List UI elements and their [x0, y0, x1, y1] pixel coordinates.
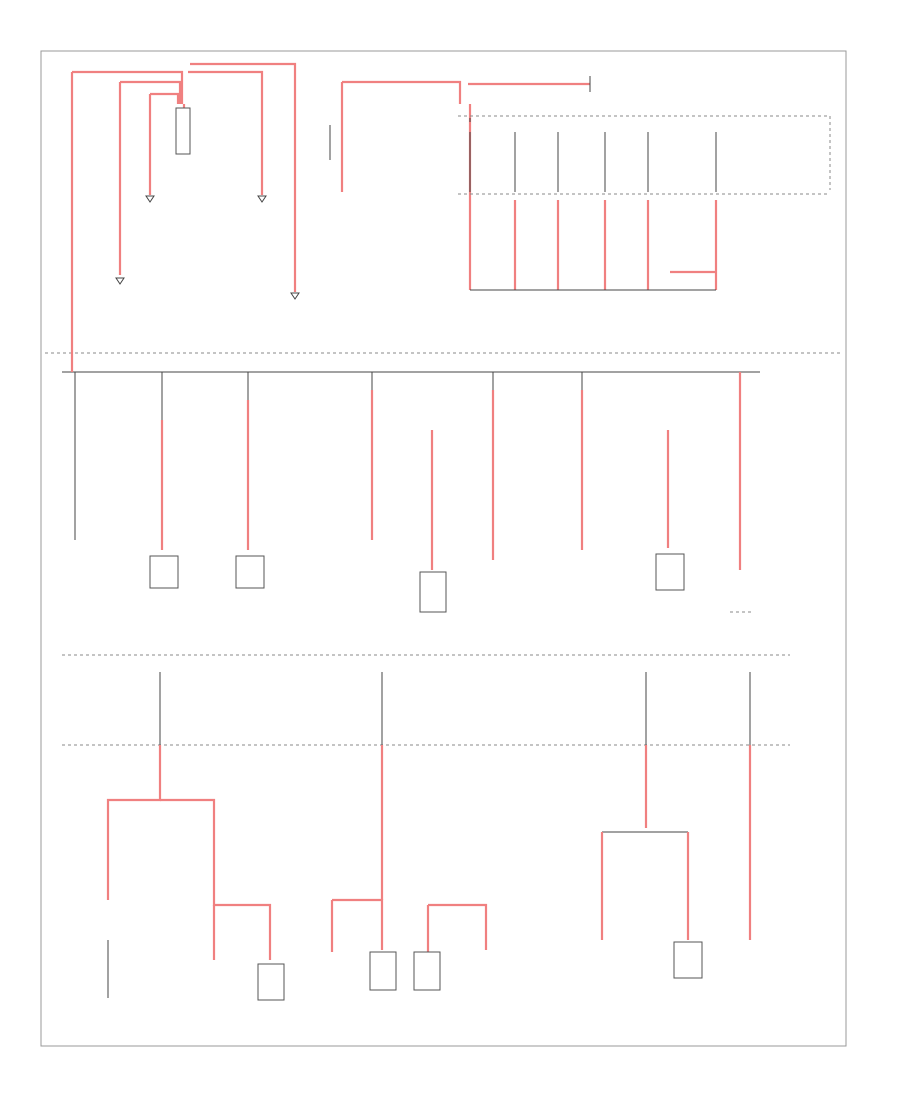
- diagram-frame: [40, 50, 847, 1047]
- connector-box-1: [149, 555, 179, 589]
- connector-box-7: [413, 951, 441, 991]
- center-fuse-feed: [329, 76, 591, 290]
- lower-center-circuits: [330, 672, 488, 991]
- connector-box-6: [369, 951, 397, 991]
- connector-box-3: [419, 571, 447, 613]
- connector-box-8: [673, 941, 703, 979]
- middle-row-circuits: [74, 372, 752, 613]
- top-fuse-branches: [469, 132, 718, 291]
- lower-left-circuits: [106, 672, 285, 1001]
- connector-box-2: [235, 555, 265, 589]
- connector-box-5: [257, 963, 285, 1001]
- battery-symbol: [175, 107, 191, 155]
- connector-box-4: [655, 553, 685, 591]
- instrument-panel-bus: [45, 352, 840, 373]
- lower-right-circuits: [600, 672, 752, 979]
- lower-bus: [62, 654, 790, 746]
- underhood-fuse-block: [458, 115, 831, 195]
- battery-feed-group: [70, 62, 300, 352]
